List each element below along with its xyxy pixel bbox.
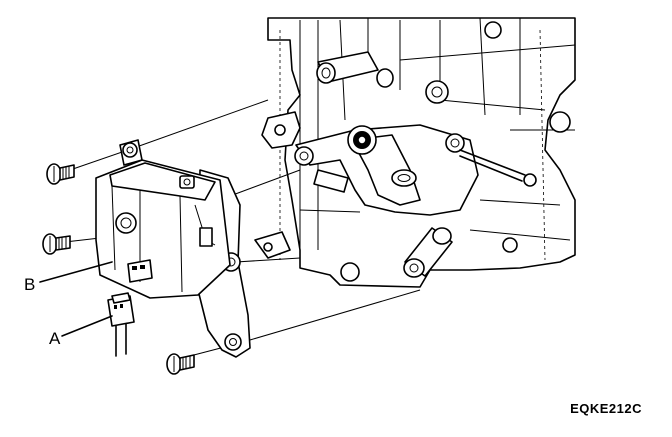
linkage-lever	[294, 124, 537, 278]
heater-housing	[254, 17, 576, 288]
callout-label-a: A	[49, 329, 61, 348]
leader-line-b	[39, 261, 113, 283]
alignment-lines	[64, 99, 421, 357]
screw-middle	[42, 233, 71, 255]
callout-label-b: B	[24, 275, 36, 294]
screw-top	[46, 163, 75, 185]
leader-line-a	[61, 315, 113, 337]
figure-code: EQKE212C	[570, 401, 642, 416]
screw-bottom	[166, 353, 195, 375]
actuator	[95, 139, 251, 358]
wire-connector	[107, 292, 135, 357]
